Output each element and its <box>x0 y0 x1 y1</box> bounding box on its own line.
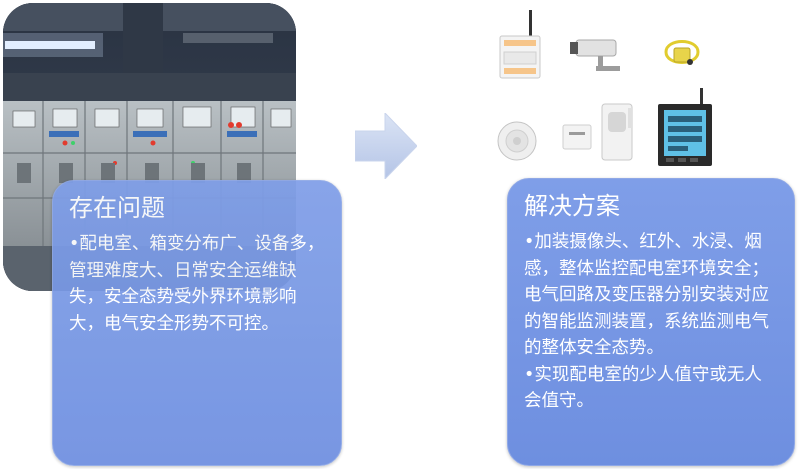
infrared-sensor-icon <box>598 102 638 166</box>
problem-title: 存在问题 <box>69 194 165 222</box>
problem-bullet: •配电室、箱变分布广、设备多，管理难度大、日常安全运维缺失，安全态势受外界环境影… <box>69 234 325 334</box>
solution-text: •加装摄像头、红外、水浸、烟感，整体监控配电室环境安全；电气回路及变压器分别安装… <box>524 229 778 415</box>
right-arrow-icon <box>354 111 418 183</box>
power-meter-icon <box>656 88 714 172</box>
solution-bullet-2: •实现配电室的少人值守或无人会值守。 <box>524 364 762 412</box>
solution-title: 解决方案 <box>524 192 620 220</box>
controller-icon <box>562 122 592 156</box>
camera-icon <box>570 34 626 78</box>
problem-text: •配电室、箱变分布广、设备多，管理难度大、日常安全运维缺失，安全态势受外界环境影… <box>69 231 325 337</box>
smoke-detector-icon <box>494 118 540 168</box>
solution-bullet-1: •加装摄像头、红外、水浸、烟感，整体监控配电室环境安全；电气回路及变压器分别安装… <box>524 232 769 358</box>
water-sensor-icon <box>660 32 704 76</box>
wireless-module-icon <box>496 8 544 86</box>
devices-illustration <box>470 0 800 180</box>
problem-panel: 存在问题 •配电室、箱变分布广、设备多，管理难度大、日常安全运维缺失，安全态势受… <box>52 180 342 466</box>
solution-panel: 解决方案 •加装摄像头、红外、水浸、烟感，整体监控配电室环境安全；电气回路及变压… <box>507 178 795 466</box>
